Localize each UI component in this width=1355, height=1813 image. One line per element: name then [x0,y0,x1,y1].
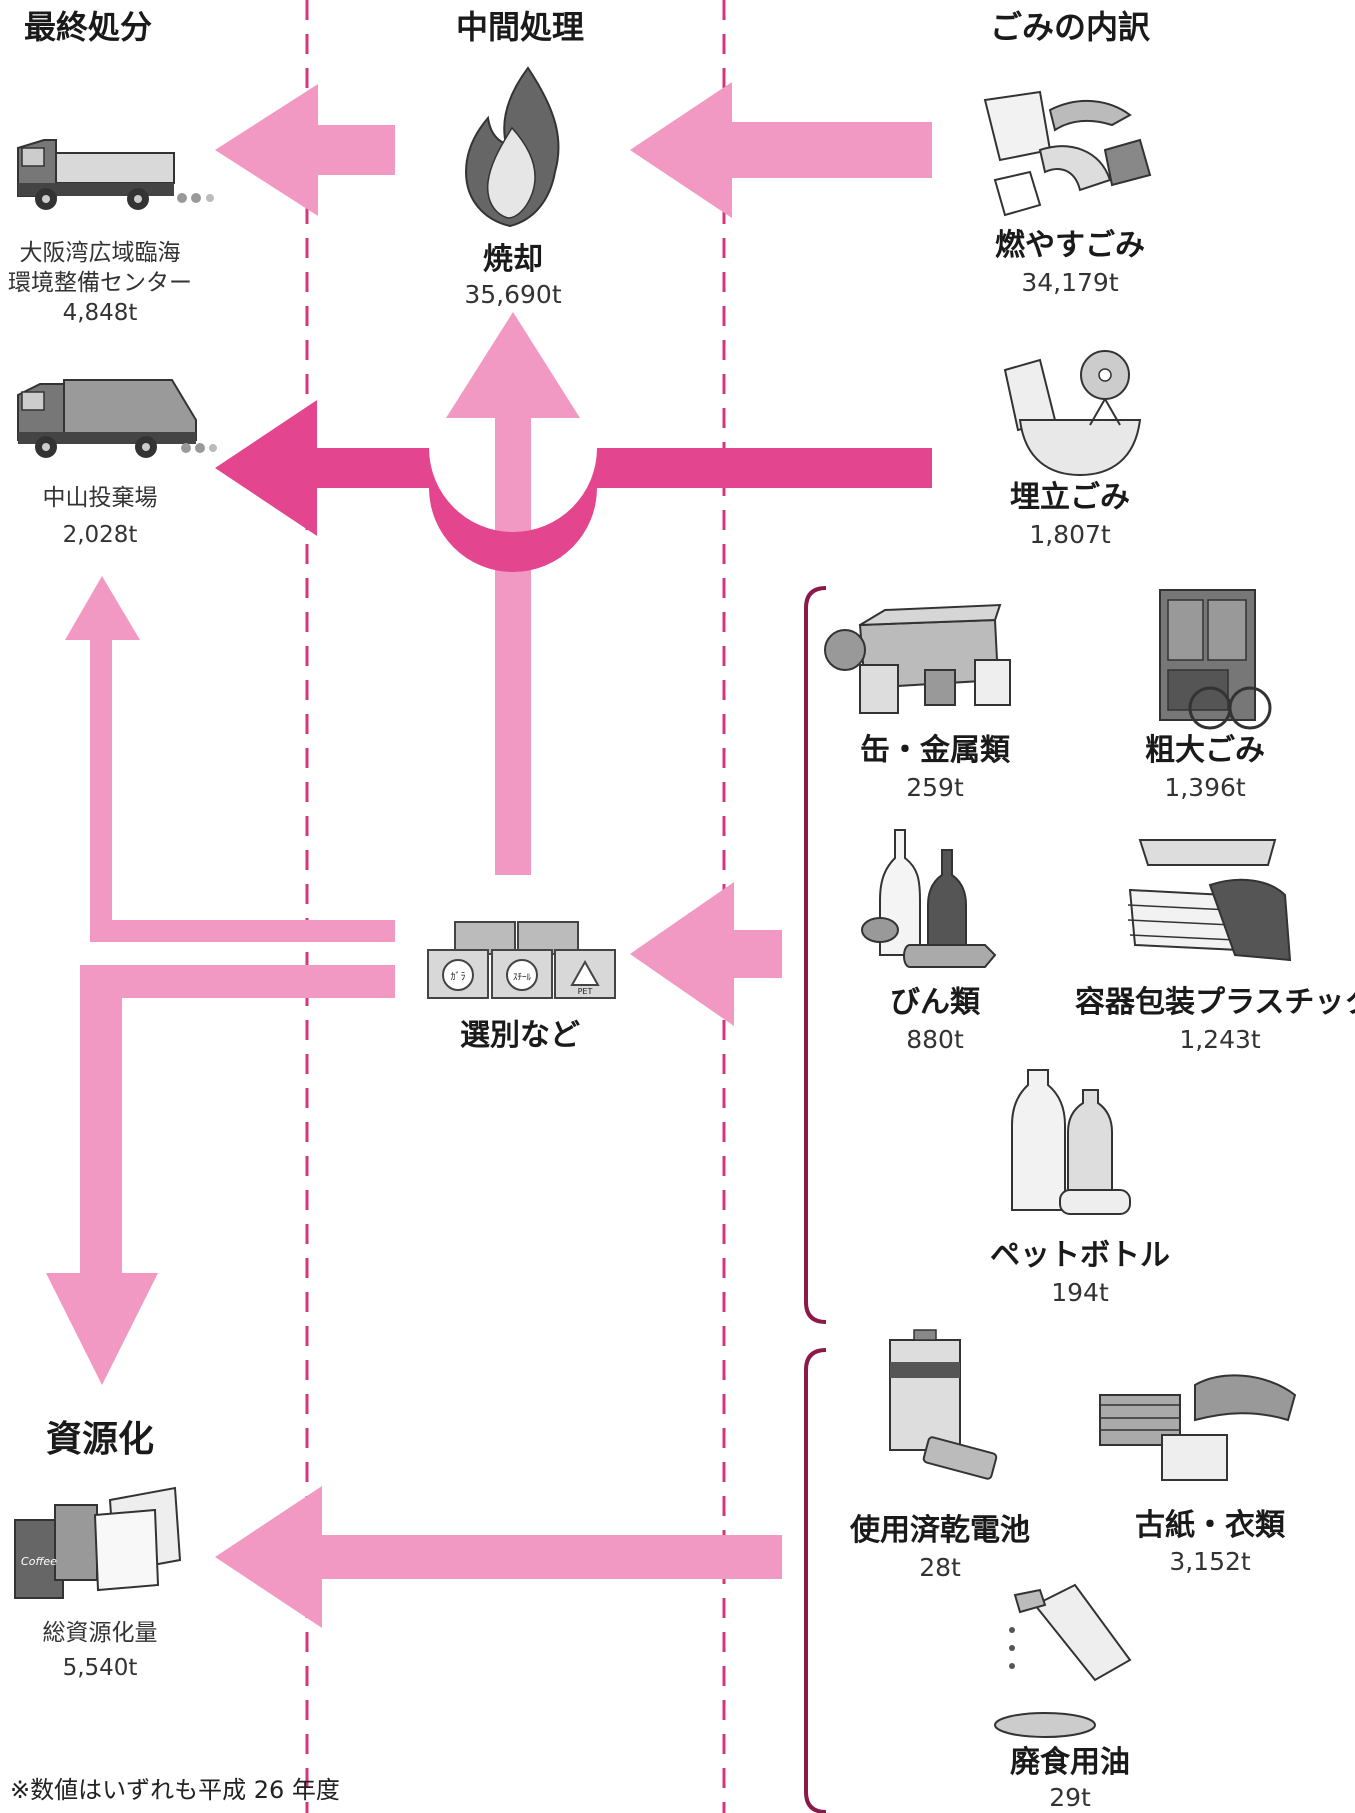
waste-amount-oil: 29t [1049,1783,1091,1812]
glass-bottles-icon [861,829,997,968]
cooking-oil-icon [994,1583,1132,1738]
waste-amount-pet: 194t [1051,1278,1109,1307]
incineration-amount: 35,690t [464,280,562,309]
sorting-name: 選別など [460,1018,580,1053]
waste-amount-landfill: 1,807t [1029,520,1111,549]
landfill-waste-icon [1003,350,1142,477]
battery-icon [889,1329,998,1480]
bin-label-pet: PET [578,987,593,996]
waste-name-oil: 廃食用油 [1010,1745,1130,1780]
waste-name-cans: 缶・金属類 [860,733,1010,768]
waste-amount-paper: 3,152t [1169,1547,1251,1576]
recyclables-bracket [804,586,827,1324]
waste-amount-bottles: 880t [906,1025,964,1054]
bulky-waste-icon [1159,589,1272,730]
arrow-incineration-to-osaka [215,84,395,216]
waste-amount-cans: 259t [906,773,964,802]
footnote: ※数値はいずれも平成 26 年度 [10,1776,340,1804]
waste-name-burnable: 燃やすごみ [995,228,1145,263]
waste-amount-burnable: 34,179t [1021,268,1119,297]
arrow-sorting-to-incineration [446,312,580,875]
waste-amount-batteries: 28t [919,1553,961,1582]
waste-name-bottles: びん類 [890,985,980,1020]
resource-amount: 5,540t [62,1655,138,1681]
nakayama-amount: 2,028t [62,522,138,548]
recycled-resources-icon: Coffee [14,1486,182,1599]
coffee-can-label: Coffee [21,1555,57,1568]
osaka-bay-name-line1: 大阪湾広域臨海 [19,240,181,266]
bin-label-steel: ｽﾁｰﾙ [513,972,532,983]
waste-name-plastic: 容器包装プラスチック [1075,985,1355,1020]
header-waste-breakdown: ごみの内訳 [989,8,1150,46]
incineration-name: 焼却 [483,242,543,277]
waste-name-bulky: 粗大ごみ [1145,733,1265,768]
waste-amount-bulky: 1,396t [1164,773,1246,802]
garbage-truck-icon [17,379,217,458]
paper-clothes-icon [1099,1374,1297,1481]
header-final-disposal: 最終処分 [24,8,153,46]
osaka-bay-name-line2: 環境整備センター [8,270,192,296]
resource-name: 総資源化量 [42,1620,158,1646]
arrow-recyclables-to-sorting [630,882,782,1026]
arrow-sorting-to-nakayama [65,576,395,942]
arrow-landfill-to-nakayama [215,400,932,572]
recycling-bins-icon: ｶﾞﾗ ｽﾁｰﾙ PET [427,921,616,999]
dump-truck-icon [17,139,214,210]
plastic-packaging-icon [1127,839,1292,962]
waste-name-landfill: 埋立ごみ [1010,480,1130,515]
resources-bracket [804,1348,827,1813]
header-intermediate-processing: 中間処理 [455,8,584,46]
arrow-sorting-to-resources [46,965,395,1385]
flame-icon [464,66,560,228]
bin-label-glass: ｶﾞﾗ [451,971,466,983]
arrow-resources-to-recycling [215,1486,782,1628]
burnable-waste-icon [983,90,1152,217]
waste-name-paper: 古紙・衣類 [1135,1508,1285,1543]
osaka-bay-amount: 4,848t [62,300,138,326]
cans-metal-icon [824,603,1011,714]
resource-title: 資源化 [45,1419,154,1460]
waste-name-batteries: 使用済乾電池 [850,1513,1030,1548]
waste-name-pet: ペットボトル [990,1238,1170,1273]
arrow-burnable-to-incineration [630,82,932,218]
waste-amount-plastic: 1,243t [1179,1025,1261,1054]
pet-bottle-icon [1011,1069,1131,1215]
nakayama-name: 中山投棄場 [42,485,158,511]
